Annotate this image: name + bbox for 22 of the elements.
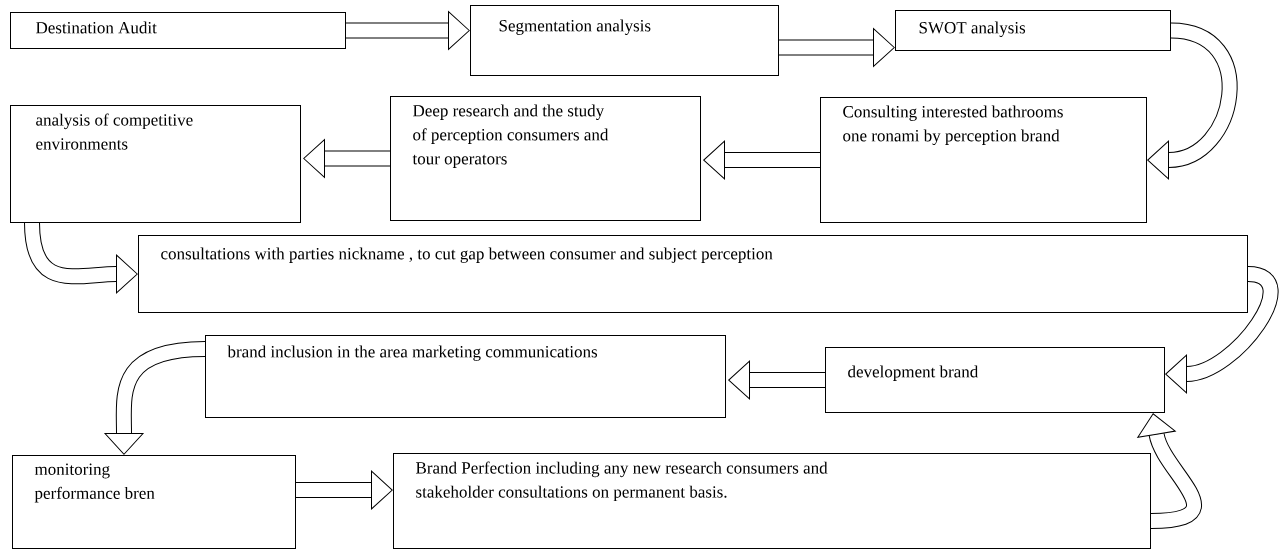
process-box: development brand	[825, 347, 1165, 413]
block-arrow	[296, 470, 393, 510]
process-box: monitoring performance bren	[12, 455, 296, 549]
process-box: Consulting interested bathrooms one ronami by perception brand	[820, 97, 1147, 223]
process-box: SWOT analysis	[895, 10, 1171, 51]
block-arrow	[24, 222, 138, 294]
block-arrow	[728, 360, 825, 400]
block-arrow	[346, 11, 470, 50]
process-box: Segmentation analysis	[470, 5, 779, 76]
block-arrow	[303, 139, 390, 178]
process-box: brand inclusion in the area marketing communications	[205, 335, 726, 418]
block-arrow	[1147, 22, 1238, 180]
block-arrow	[1165, 266, 1279, 394]
process-box: Brand Perfection including any new research consumers and stakeholder consultations on permanent basis.	[393, 453, 1151, 549]
block-arrow	[1137, 413, 1202, 529]
block-arrow	[104, 341, 206, 455]
block-arrow	[703, 140, 820, 180]
block-arrow	[779, 28, 895, 67]
process-box: consultations with parties nickname , to cut gap between consumer and subject perception	[138, 235, 1248, 313]
process-box: Destination Audit	[10, 12, 346, 49]
process-box: analysis of competitive environments	[10, 105, 301, 223]
process-box: Deep research and the study of perception consumers and tour operators	[390, 96, 701, 221]
